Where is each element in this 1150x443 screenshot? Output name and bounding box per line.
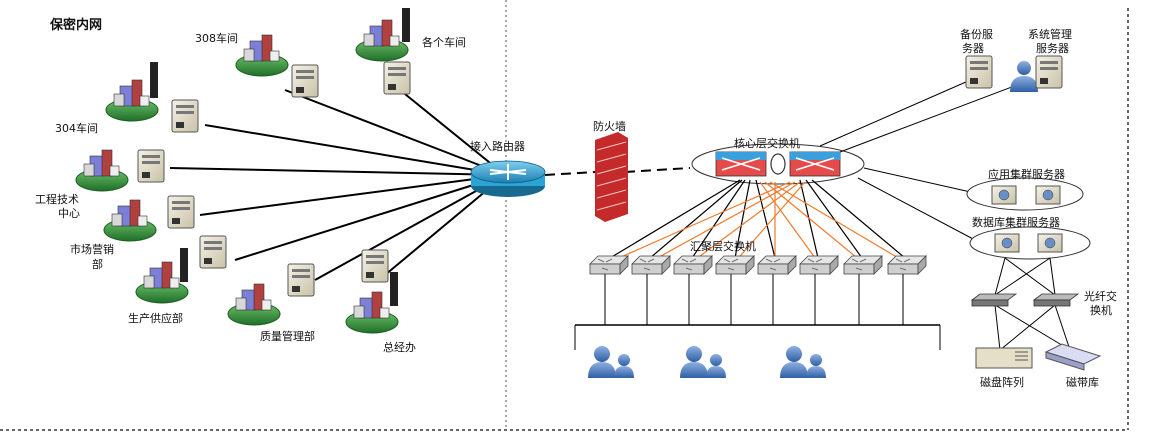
label-firewall: 防火墙 bbox=[593, 119, 626, 133]
agg-switch-row bbox=[589, 255, 927, 275]
access-router: 接入路由器 bbox=[470, 139, 546, 197]
tower-icon bbox=[150, 62, 158, 98]
label-each: 各个车间 bbox=[422, 35, 466, 49]
label-quality: 质量管理部 bbox=[260, 329, 315, 343]
node-tech-center: 工程技术 中心 bbox=[35, 149, 165, 220]
disk-array: 磁盘阵列 bbox=[975, 347, 1033, 389]
node-304: 304车间 bbox=[55, 62, 199, 135]
label-sysmgmt-2: 服务器 bbox=[1036, 42, 1069, 55]
tower-icon bbox=[180, 248, 188, 282]
db-cluster: 数据库集群服务器 bbox=[969, 215, 1091, 260]
label-db-cluster: 数据库集群服务器 bbox=[972, 215, 1060, 229]
router-firewall-link bbox=[544, 171, 596, 176]
sysmgmt-server: 系统管理 服务器 bbox=[1010, 27, 1072, 92]
firewall-core-link bbox=[624, 167, 691, 173]
label-agg-switch: 汇聚层交换机 bbox=[690, 239, 756, 253]
label-304: 304车间 bbox=[55, 121, 98, 135]
tape-library: 磁带库 bbox=[1044, 343, 1102, 389]
label-sysmgmt-1: 系统管理 bbox=[1028, 27, 1072, 41]
fc-switches: 光纤交 换机 bbox=[970, 289, 1117, 317]
label-core-switch: 核心层交换机 bbox=[734, 136, 800, 150]
label-app-cluster: 应用集群服务器 bbox=[988, 167, 1065, 181]
label-tech-center-2: 中心 bbox=[58, 207, 80, 220]
agg-drops bbox=[574, 274, 941, 350]
label-disk-array: 磁盘阵列 bbox=[980, 375, 1024, 389]
label-308: 308车间 bbox=[195, 31, 238, 45]
node-office: 总经办 bbox=[345, 249, 416, 354]
tower-icon bbox=[402, 8, 410, 42]
label-supply: 生产供应部 bbox=[128, 311, 183, 325]
label-fc-switch-2: 换机 bbox=[1090, 303, 1112, 317]
node-supply: 生产供应部 bbox=[128, 235, 227, 325]
san-links bbox=[994, 257, 1071, 351]
core-agg-links bbox=[609, 179, 906, 259]
label-fc-switch-1: 光纤交 bbox=[1084, 289, 1117, 303]
app-cluster: 应用集群服务器 bbox=[966, 167, 1084, 211]
label-backup-1: 备份服 bbox=[960, 27, 993, 41]
label-market-2: 部 bbox=[92, 257, 103, 271]
orange-uplinks bbox=[609, 181, 906, 263]
label-router: 接入路由器 bbox=[470, 139, 525, 153]
tower-icon bbox=[390, 272, 398, 306]
core-server-links bbox=[819, 77, 1026, 241]
node-each-workshop: 各个车间 bbox=[355, 8, 466, 95]
backup-server: 备份服 务器 bbox=[960, 27, 993, 89]
firewall: 防火墙 bbox=[593, 119, 628, 222]
label-tape-library: 磁带库 bbox=[1066, 376, 1099, 389]
workshop-links bbox=[169, 89, 506, 281]
node-market: 市场营销 部 bbox=[70, 195, 195, 271]
label-market-1: 市场营销 bbox=[70, 242, 114, 256]
admin-user-icon bbox=[1017, 61, 1031, 75]
core-switch: 核心层交换机 bbox=[691, 136, 865, 185]
diagram-title: 保密内网 bbox=[49, 17, 102, 33]
user-group bbox=[588, 346, 826, 378]
node-quality: 质量管理部 bbox=[227, 263, 315, 343]
label-backup-2: 务器 bbox=[962, 42, 984, 55]
label-office: 总经办 bbox=[383, 340, 416, 354]
label-tech-center-1: 工程技术 bbox=[35, 193, 79, 206]
node-308: 308车间 bbox=[195, 31, 319, 98]
